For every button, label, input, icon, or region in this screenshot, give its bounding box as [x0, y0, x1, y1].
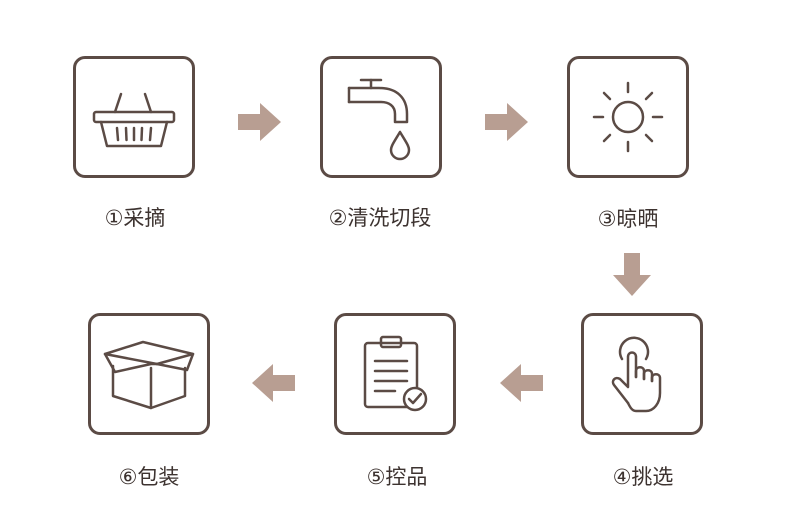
step-5-box	[334, 313, 456, 435]
faucet-icon	[347, 78, 411, 161]
step-2-label: ②清洗切段	[328, 206, 432, 230]
sun-icon	[592, 81, 664, 153]
arrow-left-icon	[252, 364, 295, 402]
step-4-label: ④挑选	[612, 465, 674, 489]
hand-pointer-icon	[611, 336, 662, 413]
clipboard-check-icon	[363, 335, 428, 412]
step-1-label: ①采摘	[104, 206, 166, 230]
step-3-box	[567, 56, 689, 178]
arrow-right-icon	[238, 103, 281, 141]
step-2-box	[320, 56, 442, 178]
arrow-down-icon	[613, 253, 651, 296]
box-icon	[103, 340, 195, 410]
arrow-left-icon	[500, 364, 543, 402]
basket-icon	[92, 92, 176, 148]
step-5-label: ⑤控品	[366, 465, 428, 489]
arrow-right-icon	[485, 103, 528, 141]
step-6-label: ⑥包装	[118, 465, 180, 489]
step-3-label: ③晾晒	[597, 207, 659, 231]
step-4-box	[581, 313, 703, 435]
step-1-box	[73, 56, 195, 178]
step-6-box	[88, 313, 210, 435]
